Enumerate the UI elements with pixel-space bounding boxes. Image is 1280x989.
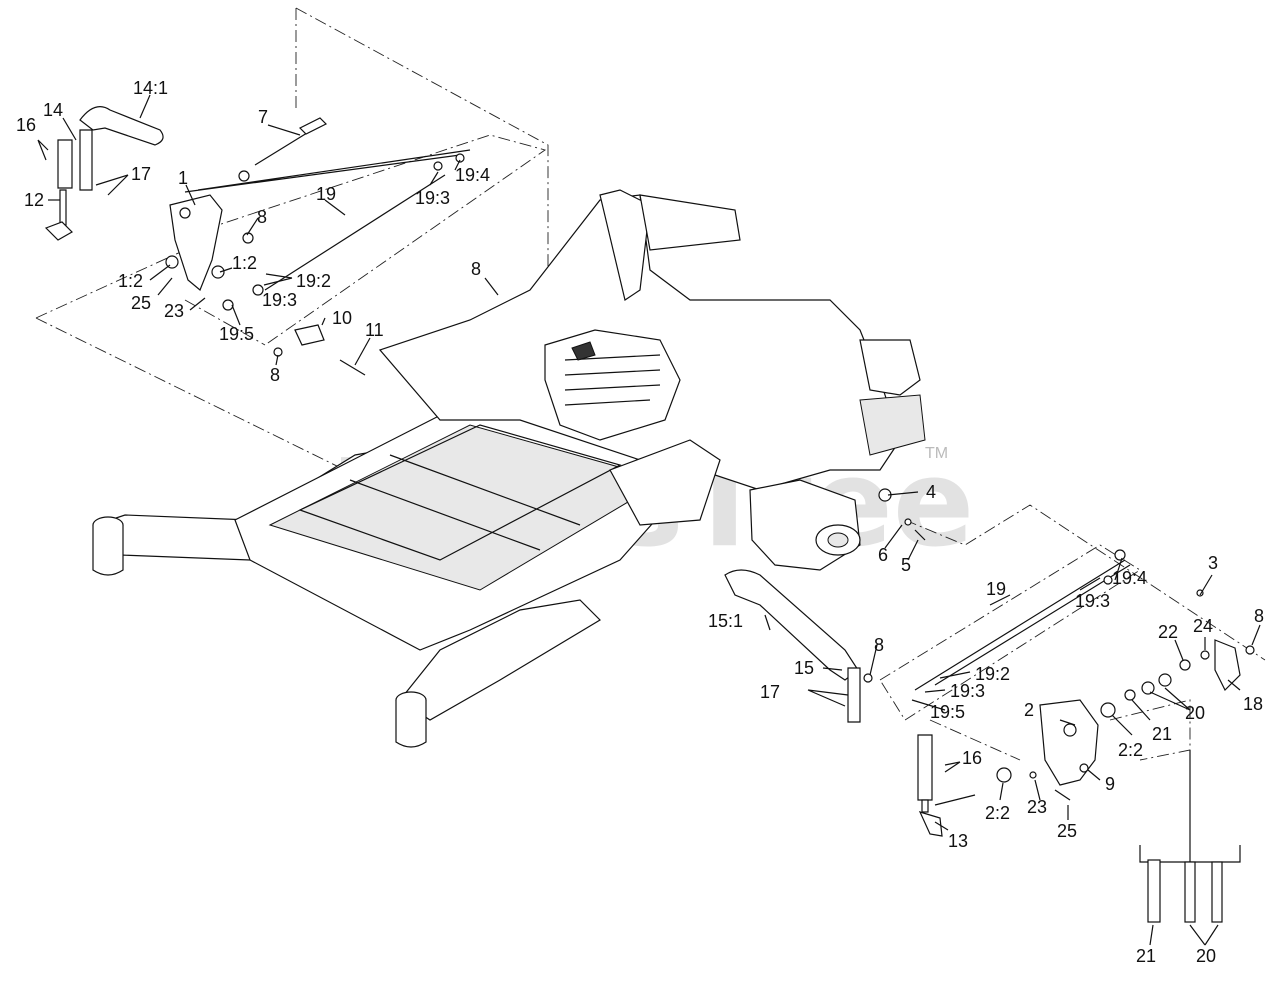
callout-1-2-right: 1:2 <box>232 253 257 273</box>
callout-19-2-right: 19:2 <box>975 664 1010 684</box>
callout-19-3-upper-left: 19:3 <box>415 188 450 208</box>
watermark-tm: TM <box>925 445 948 462</box>
callout-15: 15 <box>794 658 814 678</box>
callout-2: 2 <box>1024 700 1034 720</box>
callout-19-3-lower-left: 19:3 <box>262 290 297 310</box>
callout-19-3-upper-right: 19:3 <box>1075 591 1110 611</box>
callout-labels: 14:1 14 16 17 12 7 1 8 19 19:3 19:4 1:2 … <box>16 78 1264 966</box>
callout-19-left: 19 <box>316 184 336 204</box>
callout-23-left: 23 <box>164 301 184 321</box>
callout-21-bottom: 21 <box>1136 946 1156 966</box>
callout-8-far-right: 8 <box>1254 606 1264 626</box>
callout-18: 18 <box>1243 694 1263 714</box>
callout-19-right: 19 <box>986 579 1006 599</box>
callout-1-2-left: 1:2 <box>118 271 143 291</box>
callout-6: 6 <box>878 545 888 565</box>
callout-7: 7 <box>258 107 268 127</box>
callout-3: 3 <box>1208 553 1218 573</box>
mower-frame <box>92 189 926 748</box>
callout-5: 5 <box>901 555 911 575</box>
callout-19-5-left: 19:5 <box>219 324 254 344</box>
right-control-assembly <box>724 488 1255 923</box>
callout-19-5-right: 19:5 <box>930 702 965 722</box>
callout-17-left: 17 <box>131 164 151 184</box>
callout-13: 13 <box>948 831 968 851</box>
callout-16-right: 16 <box>962 748 982 768</box>
callout-20-right: 20 <box>1185 703 1205 723</box>
dashed-boundaries <box>35 7 1266 761</box>
callout-8-upper-left: 8 <box>257 207 267 227</box>
callout-2-2-lower: 2:2 <box>985 803 1010 823</box>
callout-19-4-left: 19:4 <box>455 165 490 185</box>
callout-2-2-right: 2:2 <box>1118 740 1143 760</box>
callout-8-right-handle: 8 <box>874 635 884 655</box>
callout-24: 24 <box>1193 616 1213 636</box>
callout-4: 4 <box>926 482 936 502</box>
callout-14: 14 <box>43 100 63 120</box>
callout-19-3-lower-right: 19:3 <box>950 681 985 701</box>
callout-25-left: 25 <box>131 293 151 313</box>
callout-8-lower-left: 8 <box>270 365 280 385</box>
callout-1: 1 <box>178 168 188 188</box>
callout-19-2-left: 19:2 <box>296 271 331 291</box>
callout-23-right: 23 <box>1027 797 1047 817</box>
callout-16-left: 16 <box>16 115 36 135</box>
callout-11: 11 <box>365 320 384 340</box>
callout-8-center: 8 <box>471 259 481 279</box>
left-control-assembly <box>44 106 471 376</box>
callout-12: 12 <box>24 190 44 210</box>
callout-9: 9 <box>1105 774 1115 794</box>
callout-17-right: 17 <box>760 682 780 702</box>
callout-19-4-right: 19:4 <box>1112 568 1147 588</box>
callout-10: 10 <box>332 308 352 328</box>
callout-25-right: 25 <box>1057 821 1077 841</box>
callout-20-bottom: 20 <box>1196 946 1216 966</box>
callout-15-1: 15:1 <box>708 611 743 631</box>
leader-lines <box>37 94 1261 946</box>
callout-14-1: 14:1 <box>133 78 168 98</box>
callout-21-right: 21 <box>1152 724 1172 744</box>
callout-22: 22 <box>1158 622 1178 642</box>
